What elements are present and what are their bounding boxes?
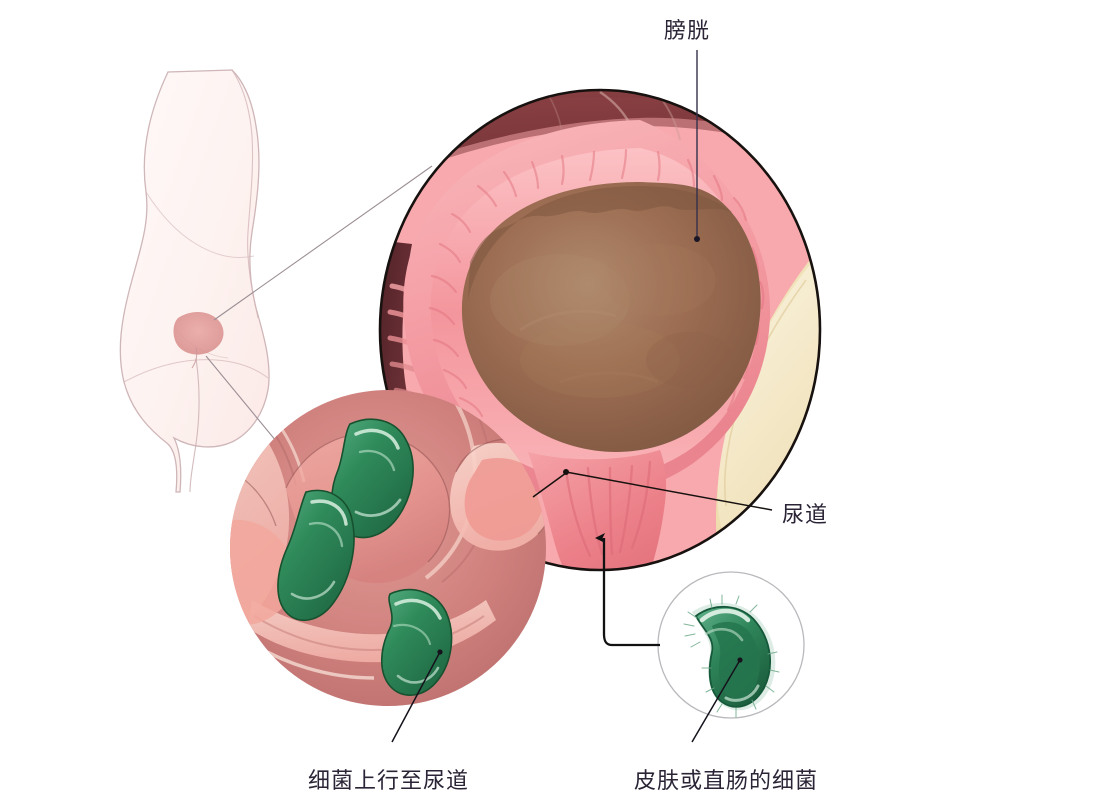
leader-line-skin-label [691,657,743,743]
leader-line-tissue-to-urethra [532,472,567,498]
bacterium-3 [380,588,453,696]
label-urethra: 尿道 [782,502,829,527]
bacterium-2 [277,489,355,621]
bacteria-tissue-figure [230,390,546,706]
bacteria-to-urethra-arrow [595,533,660,647]
leader-line-body-to-bladder [213,165,433,321]
bacterium-1 [331,418,414,539]
label-bladder: 膀胱 [664,18,711,43]
label-skin-rectum-bacteria: 皮肤或直肠的细菌 [634,768,819,793]
single-bacterium-figure [657,571,805,719]
leader-line-bladder-label [694,50,700,242]
leader-line-ascend-label [391,649,443,743]
label-bacteria-ascend: 细菌上行至尿道 [308,768,470,793]
body-silhouette [119,69,270,493]
